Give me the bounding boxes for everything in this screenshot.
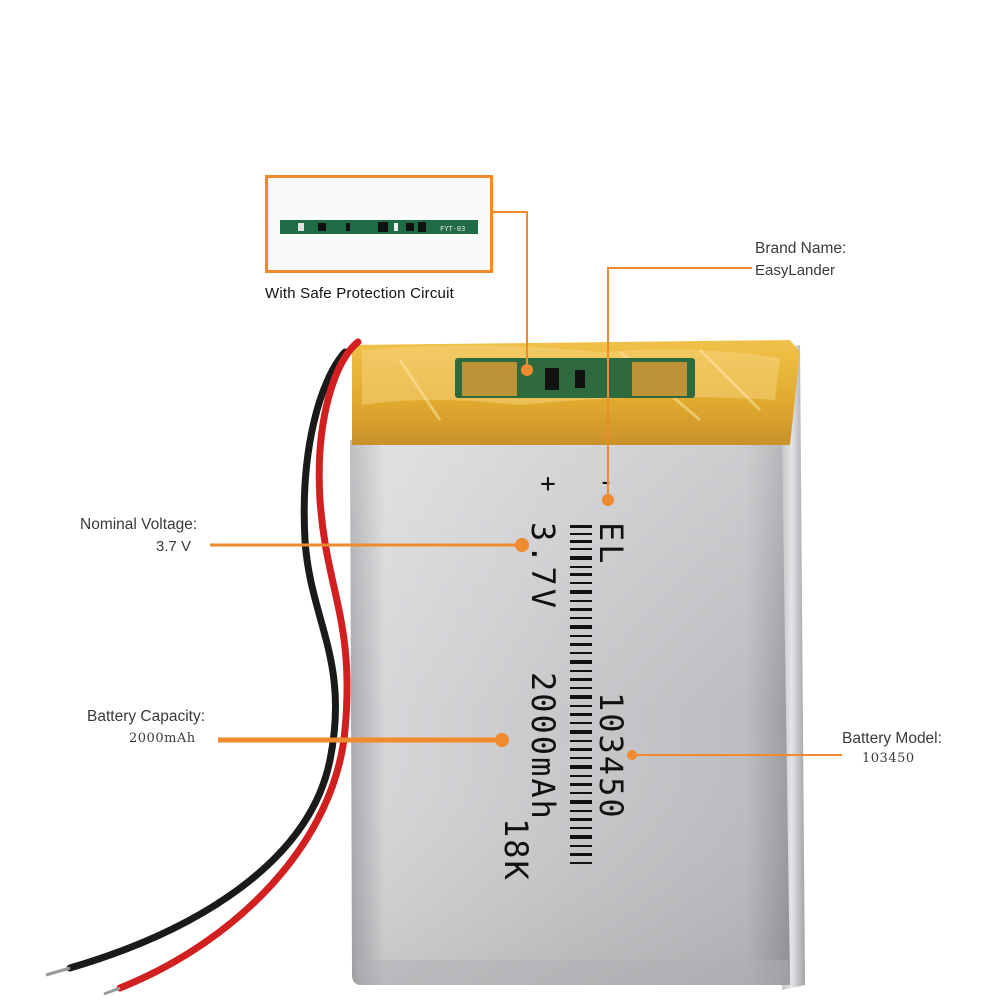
- callout-dot-capacity: [495, 733, 509, 747]
- callout-capacity-value: 2000mAh: [129, 730, 196, 746]
- pcb-caption: With Safe Protection Circuit: [265, 285, 454, 302]
- print-capacity: 2000mAh: [524, 672, 562, 821]
- print-model: 103450: [592, 692, 630, 820]
- print-voltage: 3.7V: [524, 522, 562, 611]
- wire-red-tip: [103, 986, 121, 996]
- callout-voltage: Nominal Voltage: 3.7 V: [80, 514, 197, 557]
- print-minus: -: [598, 467, 614, 497]
- callout-model-label: Battery Model:: [842, 730, 942, 747]
- callout-lines: [210, 211, 842, 756]
- print-code: 18K: [497, 818, 535, 882]
- wire-black: [66, 348, 349, 972]
- wire-red: [116, 338, 362, 992]
- callout-capacity: Battery Capacity: 2000mAh: [87, 706, 205, 748]
- wire-black-tip: [45, 966, 71, 977]
- callout-dot-brand: [602, 494, 614, 506]
- pcb-inset-image: FYT-03: [280, 220, 478, 234]
- callout-brand: Brand Name: EasyLander: [755, 238, 846, 281]
- callout-line-brand: [607, 267, 752, 500]
- print-brand-mark: EL: [592, 522, 630, 567]
- callout-dot-voltage: [515, 538, 529, 552]
- callout-voltage-value: 3.7 V: [156, 537, 192, 555]
- callout-dot-model: [627, 750, 637, 760]
- callout-voltage-label: Nominal Voltage:: [80, 516, 198, 533]
- pcb-inset-box: FYT-03: [265, 175, 493, 273]
- callout-dot-pcb: [521, 364, 533, 376]
- print-plus: +: [540, 469, 556, 499]
- pcb-part-mark: FYT-03: [440, 225, 465, 233]
- callout-brand-label: Brand Name:: [755, 240, 847, 257]
- callout-model: Battery Model: 103450: [842, 728, 942, 768]
- callout-line-pcb: [491, 211, 528, 370]
- callout-model-value: 103450: [862, 750, 915, 766]
- callout-capacity-label: Battery Capacity:: [87, 708, 206, 725]
- barcode-print: [570, 525, 592, 864]
- callout-brand-value: EasyLander: [755, 261, 836, 279]
